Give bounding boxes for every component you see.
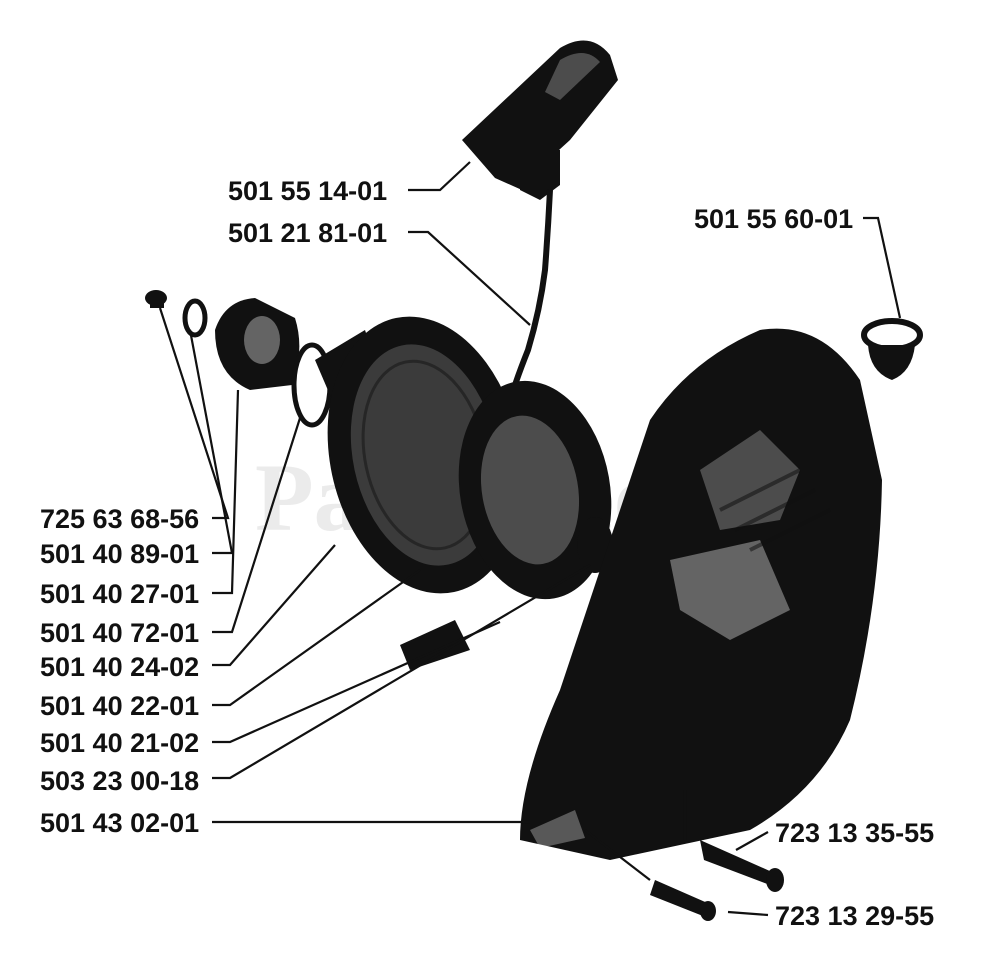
- callout-725-63-68-56: 725 63 68-56: [40, 504, 199, 534]
- callout-501-55-14-01: 501 55 14-01: [228, 176, 387, 206]
- callout-501-40-72-01: 501 40 72-01: [40, 618, 199, 648]
- callout-501-40-27-01: 501 40 27-01: [40, 579, 199, 609]
- leader-lines: [158, 161, 902, 917]
- callout-501-21-81-01: 501 21 81-01: [228, 218, 387, 248]
- starter-handle-drawing: [462, 40, 618, 200]
- screw-small-drawing: [145, 290, 167, 308]
- callout-501-43-02-01: 501 43 02-01: [40, 808, 199, 838]
- callout-501-55-60-01: 501 55 60-01: [694, 204, 853, 234]
- starter-rope-drawing: [512, 189, 553, 386]
- callout-501-40-22-01: 501 40 22-01: [40, 691, 199, 721]
- screw-29-drawing: [650, 880, 716, 921]
- spring-cassette-drawing: [400, 380, 612, 670]
- callout-501-40-89-01: 501 40 89-01: [40, 539, 199, 569]
- starter-housing-drawing: [520, 328, 882, 861]
- callout-501-40-24-02: 501 40 24-02: [40, 652, 199, 682]
- screw-35-drawing: [700, 840, 784, 892]
- callout-501-40-21-02: 501 40 21-02: [40, 728, 199, 758]
- callout-723-13-29-55: 723 13 29-55: [775, 901, 934, 931]
- washer-drawing: [182, 298, 208, 338]
- callout-labels: 501 55 14-01 501 21 81-01 501 55 60-01 7…: [40, 176, 934, 931]
- rope-guide-drawing: [861, 318, 923, 380]
- callout-503-23-00-18: 503 23 00-18: [40, 766, 199, 796]
- pulley-hub-drawing: [215, 298, 300, 390]
- callout-723-13-35-55: 723 13 35-55: [775, 818, 934, 848]
